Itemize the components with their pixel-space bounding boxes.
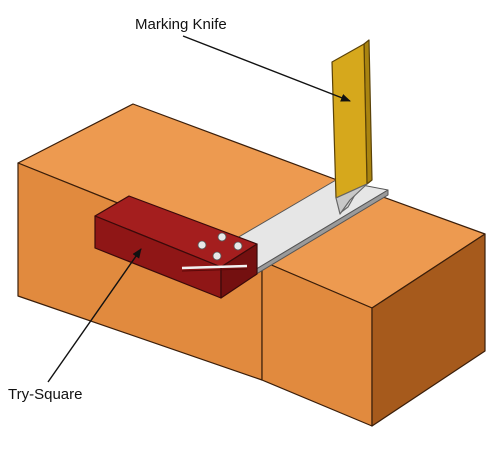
blade-slot-shadow — [181, 268, 248, 272]
handle-side — [220, 243, 258, 299]
knife-blade-tip — [335, 183, 368, 215]
blade-slot — [181, 264, 248, 270]
try-square-handle — [94, 195, 258, 299]
wood-block-right-side — [371, 233, 486, 427]
marking-knife — [331, 39, 373, 215]
rivet — [233, 241, 243, 251]
try-square-label: Try-Square — [8, 386, 83, 403]
rivet — [212, 251, 222, 261]
try-square-arrow — [47, 248, 142, 383]
knife-handle-front — [331, 43, 368, 199]
rivet — [197, 240, 207, 250]
marking-knife-arrow — [182, 35, 351, 102]
rivet — [217, 232, 227, 242]
marking-knife-label: Marking Knife — [135, 16, 227, 33]
